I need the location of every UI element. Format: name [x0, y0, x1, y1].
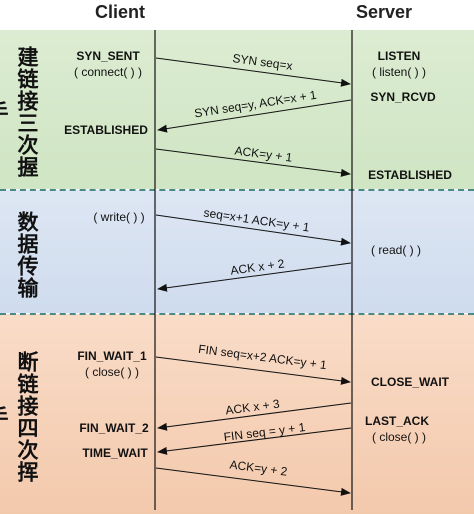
message-label: FIN seq = y + 1 — [223, 420, 306, 444]
phase-divider — [0, 189, 474, 191]
message-arrow — [155, 148, 351, 177]
message-arrow — [157, 262, 352, 292]
handshake-band — [0, 30, 474, 189]
message-label: seq=x+1 ACK=y + 1 — [203, 205, 311, 234]
handshake-label: 建链接三次握手 — [0, 46, 40, 178]
message-label: ACK x + 3 — [225, 397, 281, 418]
phase-divider — [0, 313, 474, 315]
call-listen: ( listen( ) ) — [372, 65, 426, 79]
call-connect: ( connect( ) ) — [73, 65, 142, 79]
state-established-client: ESTABLISHED — [64, 123, 148, 137]
message-arrow — [157, 402, 352, 431]
teardown-label: 断链接四次挥手 — [0, 351, 40, 483]
message-arrow — [157, 99, 352, 133]
message-label: ACK=y + 1 — [234, 143, 294, 164]
message-label: ACK=y + 2 — [229, 457, 289, 478]
teardown-band — [0, 314, 474, 514]
message-arrow — [155, 214, 351, 246]
state-established-server: ESTABLISHED — [368, 168, 452, 182]
server-header: Server — [356, 2, 413, 22]
data-transfer-label: 数据传输 — [15, 211, 40, 299]
message-arrow — [157, 427, 352, 455]
message-arrow — [155, 356, 351, 385]
state-last-ack: LAST_ACK — [364, 414, 429, 428]
state-listen: LISTEN — [377, 49, 421, 63]
state-time-wait: TIME_WAIT — [82, 446, 148, 460]
state-fin-wait-1: FIN_WAIT_1 — [77, 349, 147, 363]
message-arrow — [155, 57, 351, 87]
call-write: ( write( ) ) — [93, 210, 145, 224]
state-fin-wait-2: FIN_WAIT_2 — [79, 421, 149, 435]
call-close-server: ( close( ) ) — [372, 430, 426, 444]
state-syn-sent: SYN_SENT — [76, 49, 140, 63]
message-label: ACK x + 2 — [230, 256, 286, 277]
message-arrow — [155, 467, 351, 496]
call-read: ( read( ) ) — [370, 243, 421, 257]
call-close-client: ( close( ) ) — [85, 365, 139, 379]
message-label: FIN seq=x+2 ACK=y + 1 — [197, 342, 327, 372]
state-close-wait: CLOSE_WAIT — [370, 375, 449, 389]
client-header: Client — [95, 2, 146, 22]
state-syn-rcvd: SYN_RCVD — [370, 90, 436, 104]
message-label: SYN seq=y, ACK=x + 1 — [193, 88, 318, 121]
data-transfer-band — [0, 190, 474, 313]
